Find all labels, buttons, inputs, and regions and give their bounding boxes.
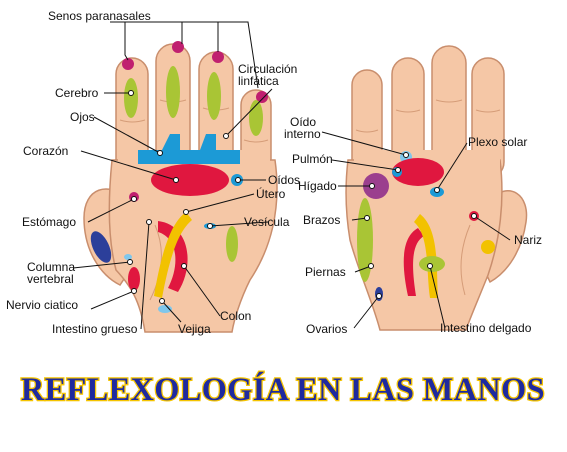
left-hand: Senos paranasales Cerebro Ojos Corazón C…: [6, 9, 300, 336]
zone-colon: [154, 212, 192, 298]
left-hand-labels: Senos paranasales Cerebro Ojos Corazón C…: [6, 9, 300, 336]
label-vejiga: Vejiga: [178, 322, 211, 336]
zone-cerebro-3: [207, 72, 221, 120]
label-ovarios: Ovarios: [306, 322, 347, 336]
label-utero: Útero: [256, 186, 286, 201]
label-pulmon: Pulmón: [292, 152, 333, 166]
right-hand-labels: Oído interno Plexo solar Pulmón Hígado B…: [284, 115, 542, 336]
left-hand-leaders: [72, 21, 273, 330]
right-hand-creases: [355, 99, 501, 296]
zone-senos-4: [256, 91, 268, 103]
label-circulacion-line1: Circulación: [238, 62, 297, 76]
label-plexo-solar: Plexo solar: [468, 135, 527, 149]
zone-cerebro-2: [166, 66, 180, 118]
label-piernas: Piernas: [305, 265, 346, 279]
label-colon: Colon: [220, 309, 251, 323]
zone-brazos-piernas: [357, 198, 373, 282]
right-hand-leaders: [321, 131, 511, 329]
zone-columna: [90, 231, 112, 263]
zone-vejiga: [158, 305, 172, 313]
label-brazos: Brazos: [303, 213, 340, 227]
label-vesicula: Vesícula: [244, 215, 290, 229]
zone-ojos-oidos: [138, 134, 240, 164]
zone-nariz-yellow: [481, 240, 495, 254]
zone-senos-1: [122, 58, 134, 70]
zone-cerebro-1: [124, 78, 138, 118]
left-hand-zones: [90, 41, 268, 313]
zone-higado: [363, 173, 389, 199]
zone-pulmon: [392, 158, 444, 186]
label-nervio-ciatico: Nervio ciatico: [6, 298, 78, 312]
zone-intestino-red: [403, 228, 424, 296]
zone-nervio: [128, 267, 140, 291]
zone-intestino-grueso: [158, 221, 188, 292]
label-cerebro: Cerebro: [55, 86, 99, 100]
label-oido-interno-line2: interno: [284, 127, 321, 141]
label-columna-line2: vertebral: [27, 272, 74, 286]
right-hand-leader-dots: [364, 152, 477, 299]
label-nariz: Nariz: [514, 233, 542, 247]
page-title: REFLEXOLOGÍA EN LAS MANOS: [21, 371, 545, 408]
label-columna-line1: Columna: [27, 260, 75, 274]
zone-senos-2: [172, 41, 184, 53]
left-hand-leader-dots: [127, 90, 241, 304]
label-ojos: Ojos: [70, 110, 95, 124]
zone-columna-dot: [124, 254, 132, 260]
label-higado: Hígado: [298, 179, 337, 193]
zone-green-side: [226, 226, 238, 262]
zone-intestino-yellow: [414, 214, 438, 298]
label-oido-interno-line1: Oído: [290, 115, 316, 129]
label-senos-paranasales: Senos paranasales: [48, 9, 151, 23]
label-oidos: Oídos: [268, 173, 300, 187]
zone-senos-3: [212, 51, 224, 63]
zone-corazon: [151, 164, 229, 196]
label-circulacion-line2: linfática: [238, 74, 279, 88]
label-intestino-grueso: Intestino grueso: [52, 322, 138, 336]
label-intestino-delgado: Intestino delgado: [440, 321, 532, 335]
right-hand: Oído interno Plexo solar Pulmón Hígado B…: [284, 45, 542, 336]
label-estomago: Estómago: [22, 215, 76, 229]
label-corazon: Corazón: [23, 144, 68, 158]
